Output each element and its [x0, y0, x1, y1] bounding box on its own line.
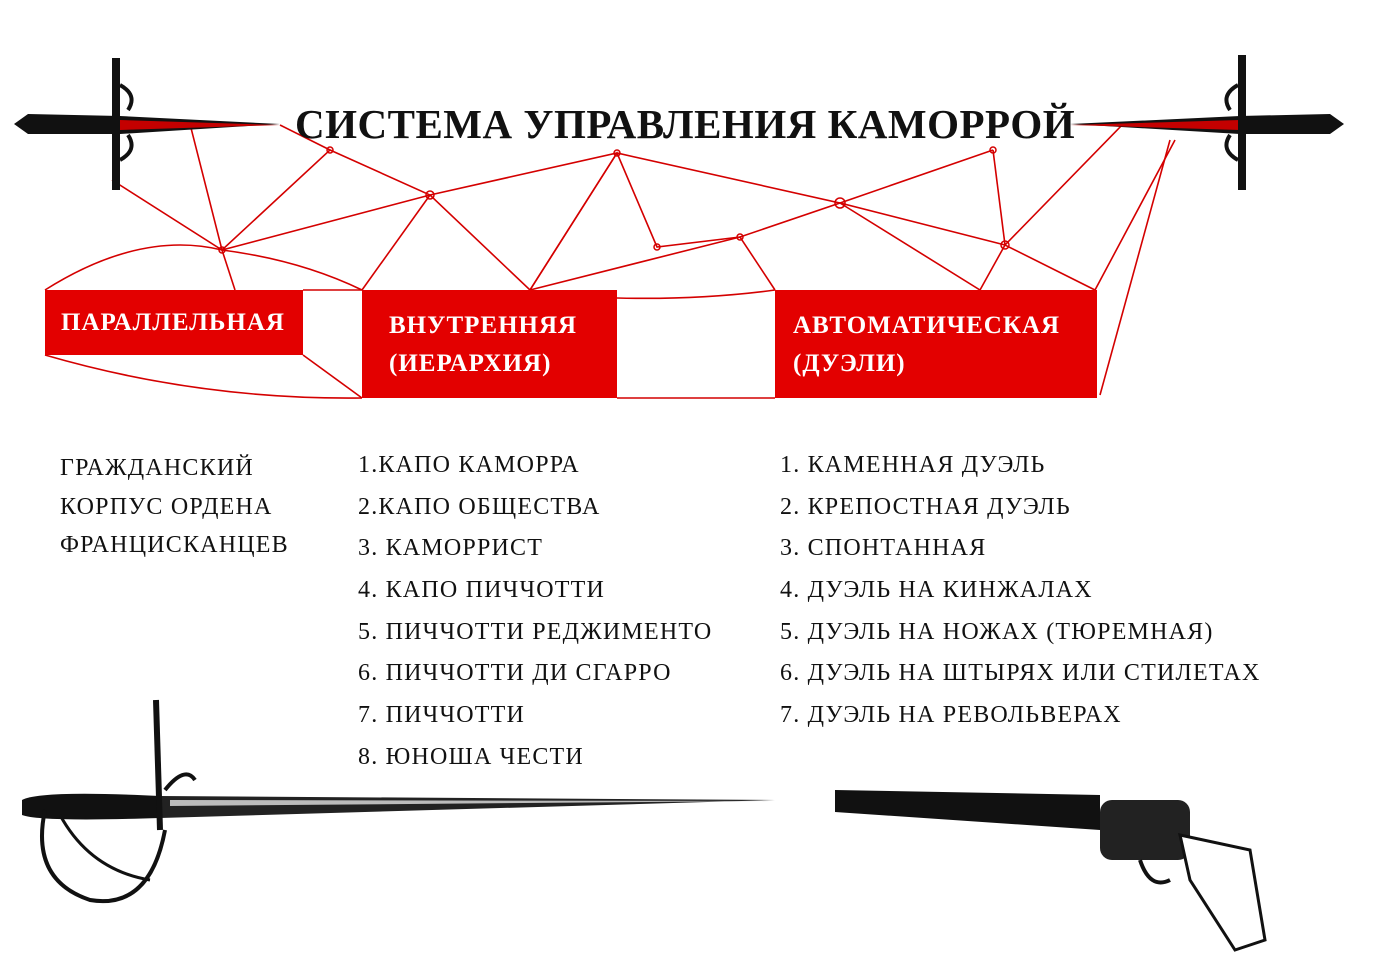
dagger-right-icon [1070, 55, 1344, 190]
list-item: 1. КАМЕННАЯ ДУЭЛЬ [780, 452, 1046, 478]
red-threads [44, 121, 1176, 399]
list-item: ФРАНЦИСКАНЦЕВ [60, 532, 289, 558]
thread-knots [218, 146, 1010, 254]
list-item: 4. КАПО ПИЧЧОТТИ [358, 577, 606, 604]
diagram-title: СИСТЕМА УПРАВЛЕНИЯ КАМОРРОЙ [295, 101, 1076, 147]
hierarchy-list: 1.КАПО КАМОРРА 2.КАПО ОБЩЕСТВА 3. КАМОРР… [358, 452, 712, 786]
list-item: 5. ДУЭЛЬ НА НОЖАХ (ТЮРЕМНАЯ) [780, 618, 1214, 645]
box-internal: ВНУТРЕННЯЯ (ИЕРАРХИЯ) [362, 290, 617, 398]
list-item: 6. ДУЭЛЬ НА ШТЫРЯХ ИЛИ СТИЛЕТАХ [780, 660, 1261, 687]
box-automatic-sublabel: (ДУЭЛИ) [793, 350, 906, 377]
box-internal-sublabel: (ИЕРАРХИЯ) [389, 350, 552, 377]
list-item: 3. КАМОРРИСТ [358, 535, 544, 562]
list-item: 2.КАПО ОБЩЕСТВА [358, 493, 601, 520]
list-item: 4. ДУЭЛЬ НА КИНЖАЛАХ [780, 577, 1093, 604]
dagger-left-icon [14, 58, 280, 190]
list-item: КОРПУС ОРДЕНА [60, 493, 273, 520]
list-item: 5. ПИЧЧОТТИ РЕДЖИМЕНТО [358, 618, 713, 645]
box-automatic: АВТОМАТИЧЕСКАЯ (ДУЭЛИ) [775, 290, 1097, 398]
list-item: 6. ПИЧЧОТТИ ДИ СГАРРО [358, 660, 672, 687]
duels-list: 1. КАМЕННАЯ ДУЭЛЬ 2. КРЕПОСТНАЯ ДУЭЛЬ 3.… [780, 452, 1261, 744]
box-parallel: ПАРАЛЛЕЛЬНАЯ [45, 290, 303, 355]
parallel-list: ГРАЖДАНСКИЙ КОРПУС ОРДЕНА ФРАНЦИСКАНЦЕВ [60, 455, 289, 571]
list-item: 2. КРЕПОСТНАЯ ДУЭЛЬ [780, 493, 1071, 520]
list-item: 7. ПИЧЧОТТИ [358, 702, 526, 729]
list-item: 8. ЮНОША ЧЕСТИ [358, 743, 584, 770]
box-automatic-label: АВТОМАТИЧЕСКАЯ [793, 312, 1061, 339]
revolver-icon [835, 790, 1267, 952]
list-item: 7. ДУЭЛЬ НА РЕВОЛЬВЕРАХ [780, 702, 1122, 729]
list-item: ГРАЖДАНСКИЙ [60, 455, 254, 481]
box-internal-label: ВНУТРЕННЯЯ [389, 312, 578, 339]
list-item: 3. СПОНТАННАЯ [780, 535, 987, 562]
rapier-icon [22, 699, 775, 904]
list-item: 1.КАПО КАМОРРА [358, 452, 580, 478]
box-parallel-label: ПАРАЛЛЕЛЬНАЯ [61, 309, 285, 336]
